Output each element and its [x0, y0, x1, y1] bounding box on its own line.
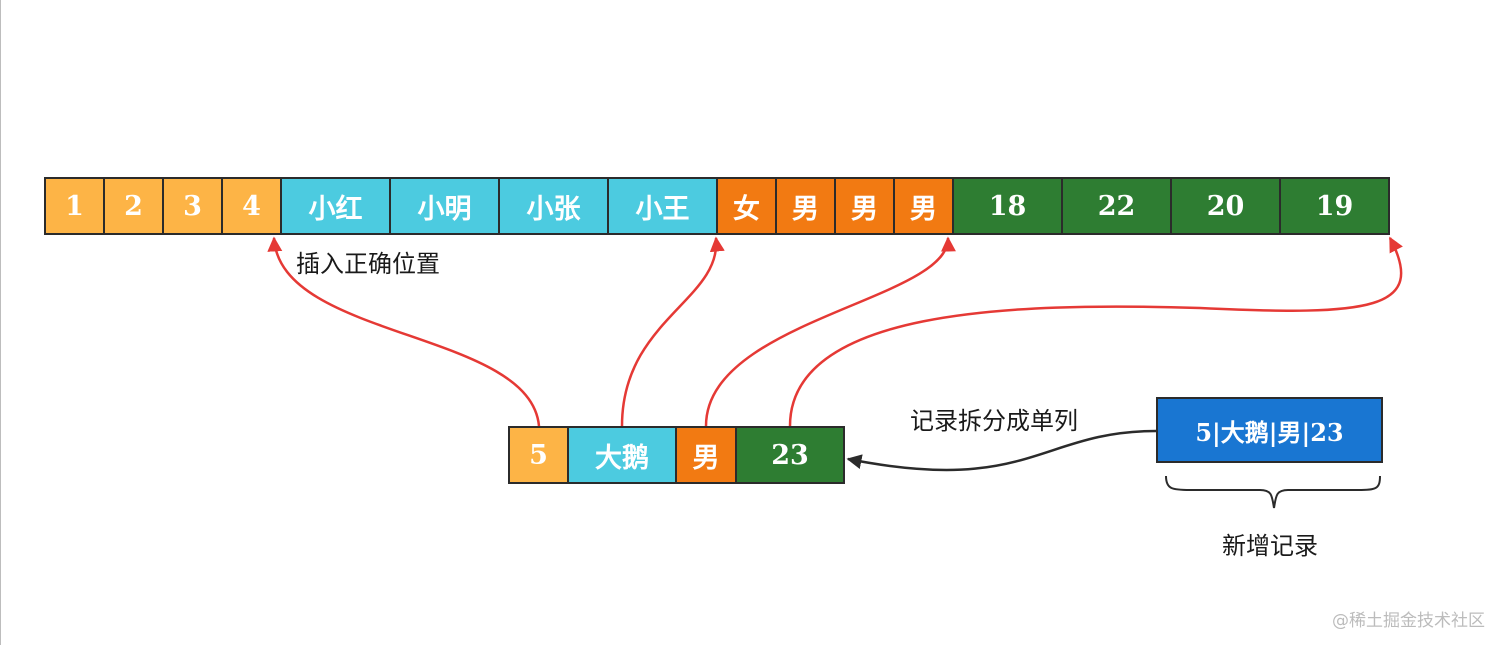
age-cell-3: 20	[1170, 177, 1281, 235]
new-record-box: 5|大鹅|男|23	[1156, 397, 1383, 463]
new-record-label: 新增记录	[1222, 532, 1318, 560]
insert-position-label: 插入正确位置	[296, 250, 440, 278]
watermark: @稀土掘金技术社区	[1332, 611, 1485, 631]
sex-cell-1: 女	[716, 177, 777, 235]
age-cell-1: 18	[952, 177, 1063, 235]
split-columns-label: 记录拆分成单列	[910, 407, 1078, 435]
new-name-cell: 大鹅	[567, 426, 677, 484]
id-cell-3: 3	[162, 177, 223, 235]
column-store-row: 1 2 3 4 小红 小明 小张 小王 女 男 男 男 18 22 20 19	[44, 177, 1390, 235]
id-cell-1: 1	[44, 177, 105, 235]
sex-cell-3: 男	[834, 177, 895, 235]
insert-arrow-id	[267, 236, 541, 427]
name-cell-1: 小红	[280, 177, 391, 235]
split-arrow	[846, 429, 1157, 472]
insert-arrow-sex	[704, 236, 956, 427]
name-cell-4: 小王	[607, 177, 718, 235]
insert-arrow-age	[788, 236, 1403, 427]
insert-arrow-name	[620, 236, 725, 427]
brace	[1165, 475, 1381, 509]
new-age-cell: 23	[735, 426, 845, 484]
new-sex-cell: 男	[675, 426, 737, 484]
age-cell-2: 22	[1061, 177, 1172, 235]
age-cell-4: 19	[1279, 177, 1390, 235]
name-cell-2: 小明	[389, 177, 500, 235]
sex-cell-2: 男	[775, 177, 836, 235]
split-record-row: 5 大鹅 男 23	[508, 426, 845, 484]
new-id-cell: 5	[508, 426, 569, 484]
name-cell-3: 小张	[498, 177, 609, 235]
left-border	[0, 0, 1, 645]
